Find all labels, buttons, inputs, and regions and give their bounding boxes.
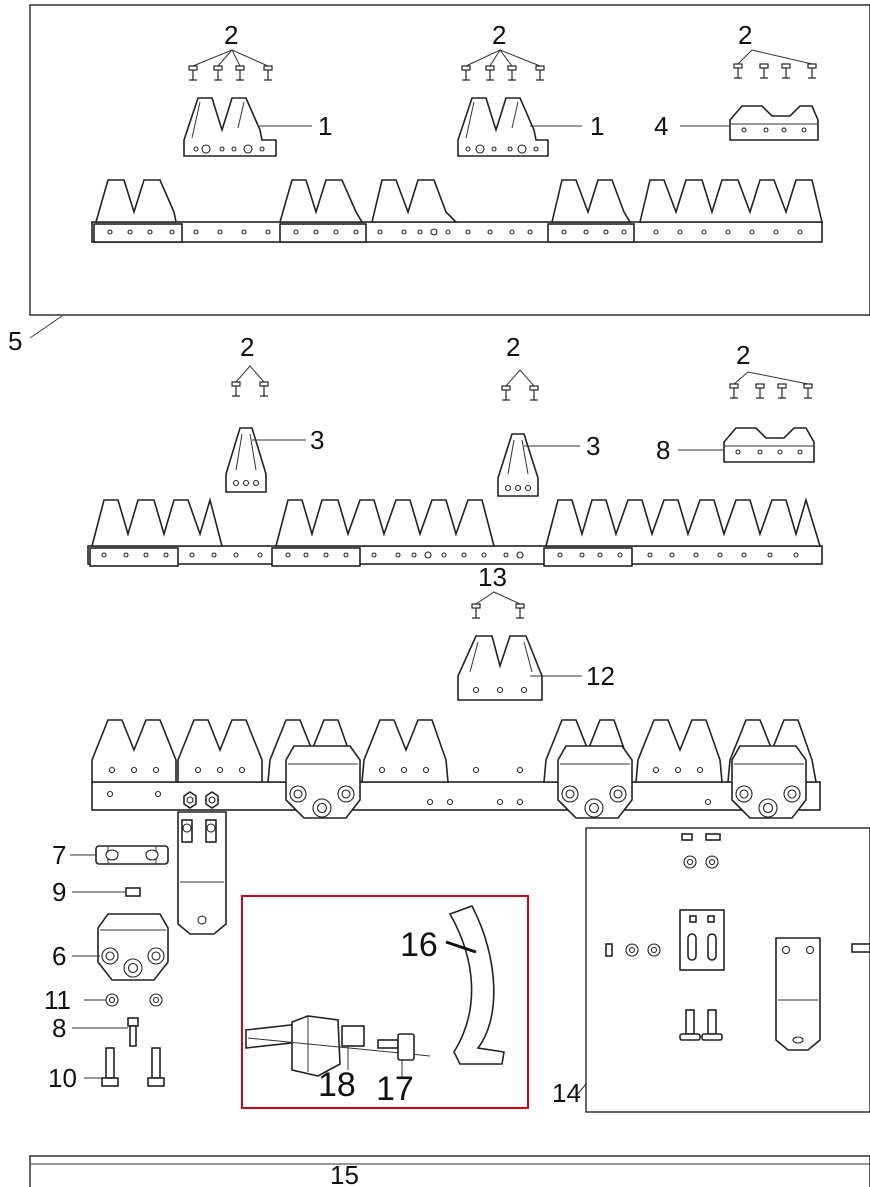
callout-3b: 3 bbox=[586, 431, 600, 461]
callout-2a: 2 bbox=[224, 20, 238, 50]
part-6-hold-down: 6 bbox=[52, 913, 169, 981]
bolt-group-13: 13 bbox=[471, 562, 525, 619]
callout-7: 7 bbox=[52, 840, 66, 870]
cutter-bar-assembly-top bbox=[91, 179, 824, 243]
section-14-box: 14 bbox=[552, 827, 870, 1113]
callout-4: 4 bbox=[654, 111, 668, 141]
callout-1b: 1 bbox=[590, 111, 604, 141]
highlight-box-knife-head: 16 18 17 bbox=[241, 895, 529, 1109]
single-guard-3a: 3 bbox=[225, 425, 324, 493]
callout-2d: 2 bbox=[240, 332, 254, 362]
cutter-bar-assembly-lower bbox=[91, 719, 821, 819]
bolt-group-2f: 2 bbox=[729, 340, 813, 399]
part-10-bolt: 10 bbox=[48, 1047, 165, 1093]
hold-down-4: 4 bbox=[654, 105, 819, 141]
bolt-group-2b: 2 bbox=[461, 20, 545, 81]
callout-2c: 2 bbox=[738, 20, 752, 50]
bolt-group-2d: 2 bbox=[231, 332, 269, 397]
callout-13: 13 bbox=[478, 562, 507, 592]
callout-1a: 1 bbox=[318, 111, 332, 141]
callout-2f: 2 bbox=[736, 340, 750, 370]
part-8-bolt: 8 bbox=[52, 1013, 139, 1047]
callout-18: 18 bbox=[318, 1066, 356, 1104]
callout-8a: 8 bbox=[656, 435, 670, 465]
callout-14: 14 bbox=[552, 1078, 581, 1108]
hold-down-8: 8 bbox=[656, 427, 815, 465]
knife-head-bracket bbox=[177, 811, 227, 935]
callout-11: 11 bbox=[44, 985, 71, 1015]
bolt-group-2a: 2 bbox=[188, 20, 273, 81]
part-11-washer: 11 bbox=[44, 985, 163, 1015]
callout-10: 10 bbox=[48, 1063, 77, 1093]
callout-17: 17 bbox=[376, 1070, 414, 1108]
guard-pair-12: 12 bbox=[457, 635, 615, 701]
callout-3a: 3 bbox=[310, 425, 324, 455]
cutter-bar-assembly-middle bbox=[87, 497, 823, 567]
callout-8b: 8 bbox=[52, 1013, 66, 1043]
callout-15: 15 bbox=[330, 1160, 359, 1187]
single-guard-3b: 3 bbox=[497, 431, 600, 497]
callout-2e: 2 bbox=[506, 332, 520, 362]
bolt-group-2c: 2 bbox=[733, 20, 817, 79]
callout-12: 12 bbox=[586, 661, 615, 691]
bolt-group-2e: 2 bbox=[501, 332, 539, 401]
section-5-box: 5 bbox=[8, 4, 870, 356]
guard-pair-1a: 1 bbox=[183, 97, 332, 157]
guard-pair-1b: 1 bbox=[457, 97, 604, 157]
section-15-box: 15 bbox=[29, 1155, 870, 1187]
callout-2b: 2 bbox=[492, 20, 506, 50]
callout-9: 9 bbox=[52, 877, 66, 907]
callout-6: 6 bbox=[52, 941, 66, 971]
part-7-clip: 7 bbox=[52, 840, 169, 870]
callout-5: 5 bbox=[8, 326, 22, 356]
part-9-nut: 9 bbox=[52, 877, 141, 907]
callout-16: 16 bbox=[400, 926, 438, 964]
